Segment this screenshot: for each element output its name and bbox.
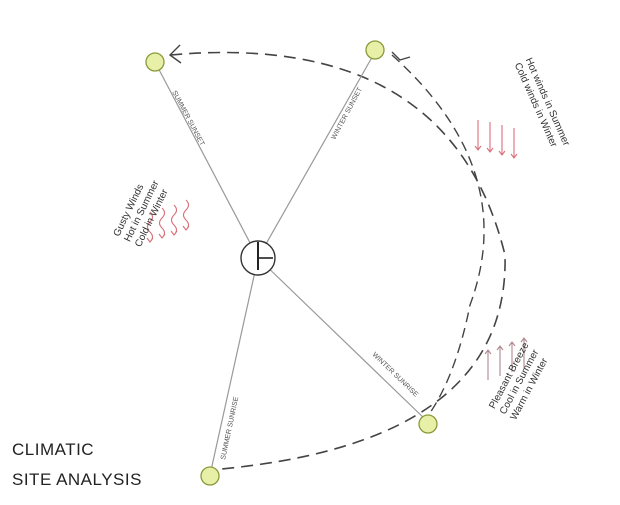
winter-sunset-label: WINTER SUNSET: [331, 86, 365, 141]
sun-summer-sunrise-icon: [200, 466, 220, 486]
winter-sunrise-label: WINTER SUNRISE: [371, 351, 420, 398]
wind-note-southeast: Pleasant Breeze Cool in Summer Warm in W…: [487, 340, 550, 422]
wind-note-west: Gusty Winds Hot in Summer Cold in Winter: [112, 178, 171, 249]
summer-path-arrowhead: [168, 44, 182, 64]
wind-arrows-northeast-icon: [474, 120, 518, 159]
winter-sunrise-ray: [257, 257, 429, 423]
summer-sunset-ray: [154, 61, 259, 259]
compass-icon: [240, 240, 276, 276]
winter-path-arrowhead: [391, 51, 411, 61]
summer-sun-path-arc: [169, 51, 506, 471]
sun-winter-sunset-icon: [365, 40, 385, 60]
summer-sunrise-label: SUMMER SUNRISE: [220, 396, 240, 461]
winter-sunset-ray: [257, 51, 376, 259]
winter-sun-path-arc: [391, 54, 485, 421]
summer-sunrise-ray: [209, 257, 259, 476]
summer-sunset-label: SUMMER SUNSET: [170, 90, 205, 148]
wind-note-northeast: Hot winds in Summer Cold winds in Winter: [512, 56, 572, 149]
sun-summer-sunset-icon: [145, 52, 165, 72]
wind-arrows-west-icon: [146, 199, 190, 243]
sun-winter-sunrise-icon: [418, 414, 438, 434]
wind-arrows-southeast-icon: [484, 337, 528, 380]
diagram-title-line-1: CLIMATIC: [12, 440, 95, 459]
diagram-title-line-2: SITE ANALYSIS: [12, 470, 142, 489]
